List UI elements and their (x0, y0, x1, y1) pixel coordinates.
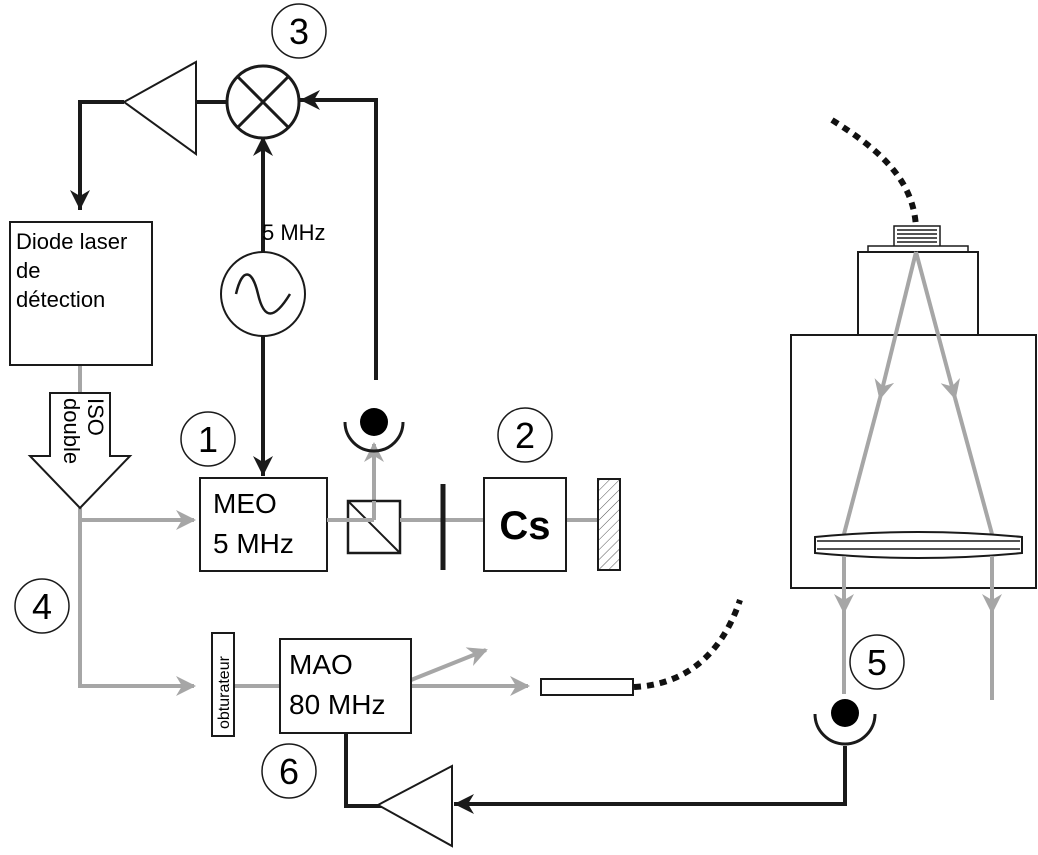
marker-2: 2 (497, 407, 553, 463)
cesium-label: Cs (499, 504, 550, 548)
telescope-lens (814, 531, 1023, 559)
svg-text:3: 3 (289, 11, 309, 52)
telescope-beam-right (914, 251, 961, 400)
mixer-icon (225, 64, 301, 140)
marker-5: 5 (849, 634, 905, 690)
meo-modulator-box (199, 477, 328, 572)
marker-6: 6 (261, 743, 317, 799)
oscillator-icon (220, 251, 306, 337)
meo-label-line2: 5 MHz (213, 528, 294, 559)
shutter-label: obturateur (216, 655, 233, 729)
mao-label: MAO (289, 649, 353, 680)
telescope-beam-left-lower (842, 397, 882, 535)
meo-label: MEO (213, 488, 277, 519)
frequency-label-5mhz: 5 MHz (262, 220, 326, 245)
marker-3: 3 (271, 3, 327, 59)
optical-fiber-right (830, 117, 919, 229)
amplifier-top (122, 60, 197, 156)
svg-text:4: 4 (32, 586, 52, 627)
svg-text:6: 6 (279, 751, 299, 792)
marker-1: 1 (180, 411, 236, 467)
optical-fiber-left (633, 599, 743, 690)
mao-label-line2: 80 MHz (289, 689, 385, 720)
beam-mao-diffracted (410, 647, 488, 682)
wire-amplifier-to-diode (70, 100, 124, 210)
fiber-coupler (540, 678, 634, 696)
wire-photodiode-to-mixer (300, 90, 378, 380)
mirror (597, 478, 621, 571)
cesium-cell (483, 477, 567, 572)
isolator-label: ISO (83, 398, 108, 436)
diode-laser-label-line3: détection (16, 287, 105, 312)
marker-4: 4 (14, 578, 70, 634)
diode-laser-label: Diode laser (16, 229, 127, 254)
photodiode-5-icon (813, 699, 877, 746)
mao-modulator-box (279, 638, 412, 734)
diode-laser-label-line2: de (16, 258, 40, 283)
beam-iso-down (78, 508, 196, 696)
photodiode-icon (343, 408, 405, 453)
svg-text:2: 2 (515, 415, 535, 456)
diode-laser-box (9, 221, 153, 366)
shutter-box (211, 632, 235, 737)
isolator-label-line2: double (59, 398, 84, 464)
svg-text:1: 1 (198, 419, 218, 460)
telescope-beam-left (874, 251, 918, 400)
fiber-connector (867, 225, 969, 253)
optical-isolator (27, 392, 133, 510)
wire-photodiode5-to-amplifier (454, 746, 847, 814)
telescope-beam-right-lower (953, 397, 994, 535)
amplifier-bottom (375, 764, 453, 848)
svg-text:5: 5 (867, 642, 887, 683)
beam-splitter-cube (327, 499, 440, 555)
